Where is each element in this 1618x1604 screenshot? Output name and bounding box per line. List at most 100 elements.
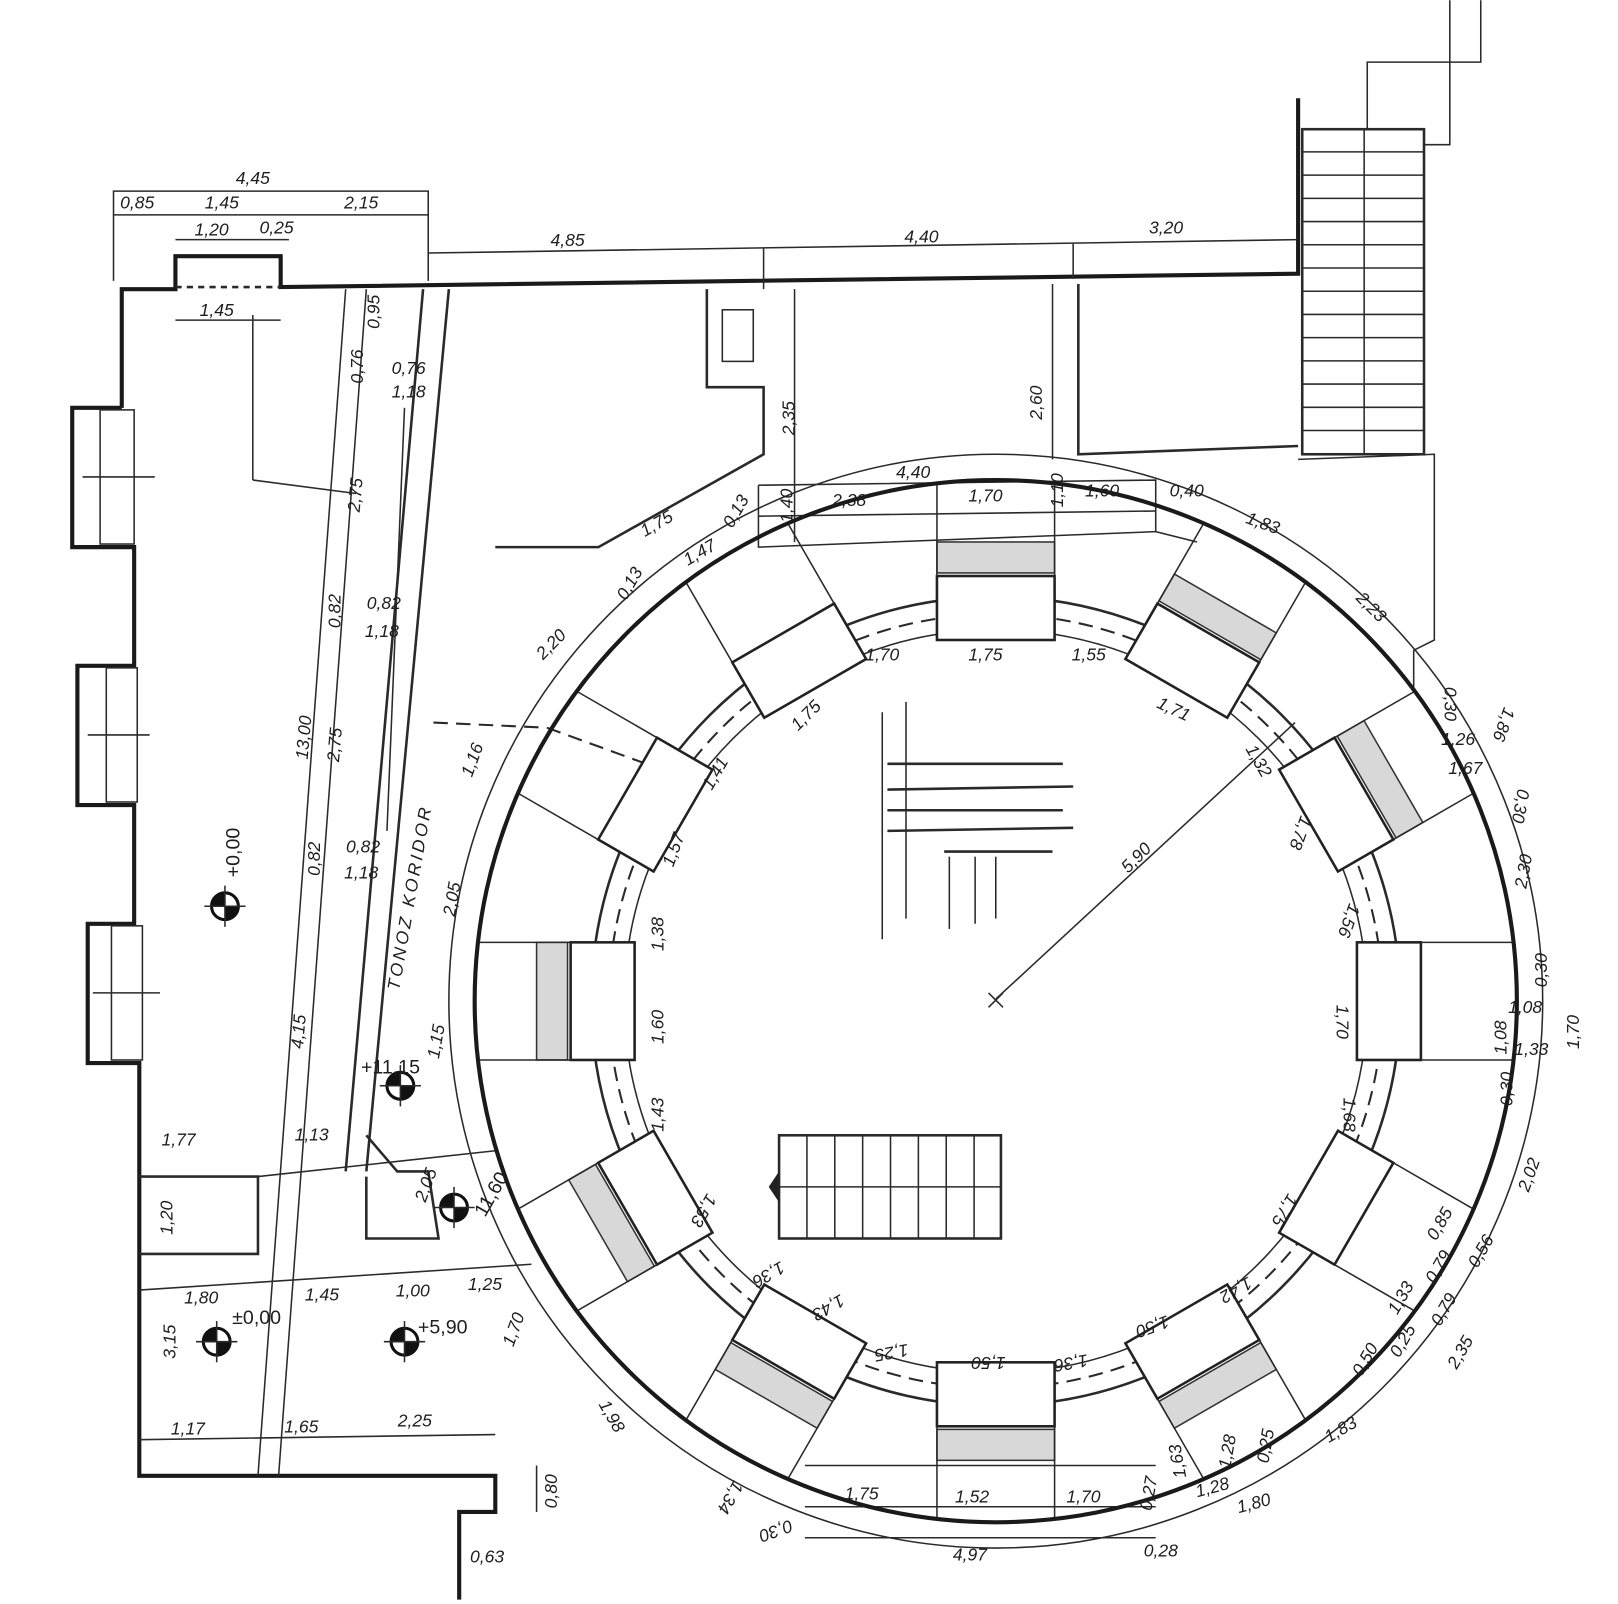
dimension-label: 1,36 [1052, 1350, 1089, 1376]
niche [935, 1361, 1056, 1518]
dimension-label: 1,20 [156, 1201, 176, 1235]
center-hatching [881, 701, 1074, 940]
level-labels: +0,00 ±0,00 +5,90 +11,15 11,60 TONOZ KOR… [222, 803, 513, 1338]
niche [1123, 524, 1306, 720]
dimension-label: 4,40 [896, 462, 930, 482]
dimension-label: 1,26 [1441, 729, 1475, 749]
dimension-label: 2,38 [831, 490, 866, 510]
dimension-label: 1,75 [637, 506, 677, 541]
dimension-label: 0,25 [1253, 1427, 1279, 1464]
dimension-label: 0,80 [541, 1474, 561, 1508]
radius-line [995, 721, 1296, 1000]
dimension-label: 1,40 [776, 489, 796, 523]
dimension-label: 1,36 [749, 1257, 789, 1292]
dimension-label: 1,16 [457, 740, 488, 779]
dimension-label: 1,56 [1334, 901, 1365, 940]
dimension-label: 1,52 [955, 1487, 989, 1507]
dimension-label: 1,41 [698, 753, 732, 793]
dimension-label: 1,45 [200, 300, 234, 320]
stippled-pier [936, 541, 1056, 574]
level-label: 11,60 [470, 1168, 513, 1220]
dimension-label: 1,70 [865, 645, 899, 665]
dimension-label: 2,30 [1510, 852, 1536, 890]
dimension-label: 0,82 [325, 594, 345, 628]
dimension-label: 1,75 [845, 1484, 879, 1504]
dimension-label: 1,68 [1340, 1098, 1360, 1132]
dimension-label: 4,97 [953, 1544, 988, 1564]
level-label: +11,15 [361, 1056, 420, 1078]
dimension-label: 1,34 [713, 1478, 748, 1518]
dimension-label: 0,30 [1441, 687, 1461, 721]
dimension-label: 0,27 [1136, 1474, 1162, 1512]
level-label: ±0,00 [232, 1307, 281, 1329]
dimension-label: 0,25 [1385, 1321, 1420, 1361]
level-marker-icon [204, 885, 246, 927]
dimension-label: 0,82 [346, 837, 380, 857]
dimension-label: 0,30 [1508, 788, 1534, 825]
dimension-label: 0,85 [1422, 1204, 1457, 1244]
level-markers [196, 885, 475, 1363]
rooms-top [495, 283, 1299, 549]
building-walls [70, 98, 1301, 1600]
dimension-label: 1,80 [1235, 1489, 1273, 1517]
dimension-label: 0,95 [364, 295, 384, 329]
dimension-label: 1,10 [1047, 473, 1067, 507]
dimension-label: 0,63 [470, 1547, 504, 1567]
niche [479, 941, 636, 1062]
dimension-label: 1,80 [184, 1287, 218, 1307]
staircase-center [768, 1134, 1003, 1240]
dimension-label: 0,82 [304, 841, 324, 875]
dimension-label: 1,86 [1489, 705, 1520, 744]
dimension-label: 0,13 [612, 563, 647, 603]
dimension-label: 2,75 [344, 477, 367, 514]
dimension-label: 1,83 [1244, 508, 1283, 539]
dimension-label: 1,38 [648, 917, 668, 951]
dimension-label: 1,43 [648, 1097, 668, 1131]
dimension-label: 1,70 [968, 486, 1002, 506]
niche [519, 691, 715, 874]
dimension-label: 1,08 [1508, 997, 1542, 1017]
dimension-label: 1,55 [1072, 645, 1106, 665]
level-label: +5,90 [418, 1316, 468, 1338]
dimension-label: 4,45 [236, 168, 270, 188]
dimension-label: 4,40 [904, 227, 938, 247]
dimension-label: 1,00 [396, 1280, 430, 1300]
dimension-label: 3,15 [159, 1324, 179, 1358]
level-marker-icon [433, 1186, 475, 1229]
dimension-label: 2,15 [343, 193, 378, 213]
dimension-label: 1,18 [365, 621, 399, 641]
niche [1123, 1282, 1306, 1478]
dimension-label: 1,33 [1514, 1039, 1548, 1059]
niche [1355, 941, 1512, 1062]
dimension-label: 2,02 [1513, 1155, 1544, 1195]
dimension-label: 2,20 [531, 625, 570, 664]
dimension-label: 1,71 [1154, 693, 1193, 726]
dimension-label: 0,28 [1144, 1540, 1178, 1560]
level-marker-icon [383, 1321, 426, 1363]
dimension-label: 2,35 [1442, 1332, 1477, 1373]
stippled-pier [936, 1428, 1056, 1462]
dimension-label: 0,13 [719, 491, 754, 531]
dimension-label: 1,77 [161, 1130, 196, 1150]
dimension-label: 1,67 [1448, 758, 1483, 778]
level-marker-icon [196, 1321, 238, 1363]
dimension-label: 4,15 [287, 1013, 310, 1049]
corridor-lines [139, 289, 661, 1476]
dimension-label: 2,23 [1352, 587, 1391, 626]
level-marker-icon [379, 1065, 422, 1107]
dimension-label: 0,76 [392, 358, 426, 378]
dimension-label: 0,30 [756, 1516, 795, 1547]
dimension-label: 0,79 [1426, 1289, 1461, 1329]
dimension-label: 1,78 [1285, 813, 1316, 852]
dimension-label: 1,13 [295, 1124, 329, 1144]
dimension-label: 1,83 [1321, 1412, 1361, 1447]
dimension-label: 2,75 [323, 727, 346, 764]
dimension-label: 0,30 [1531, 953, 1551, 987]
dimension-label: 4,85 [550, 230, 584, 250]
dimension-label: 0,25 [259, 217, 293, 237]
dimension-label: 2,60 [1026, 385, 1046, 420]
dimension-label: 1,60 [1085, 481, 1119, 501]
dimension-label: 1,45 [305, 1284, 339, 1304]
staircase-top [1298, 0, 1482, 692]
